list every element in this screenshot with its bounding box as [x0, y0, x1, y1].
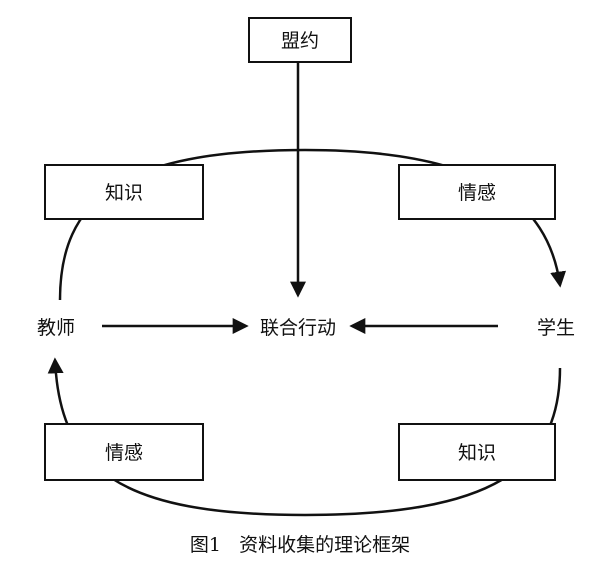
bottom-right-knowledge-label: 知识 — [458, 442, 496, 464]
figure-caption: 图1 资料收集的理论框架 — [0, 530, 600, 557]
bottom-left-emotion-label: 情感 — [105, 442, 143, 464]
student-node: 学生 — [524, 312, 588, 342]
bottom-left-emotion-box: 情感 — [44, 423, 204, 481]
alliance-label: 盟约 — [281, 30, 319, 52]
joint-action-label: 联合行动 — [260, 317, 336, 339]
top-right-emotion-box: 情感 — [398, 164, 556, 220]
teacher-label: 教师 — [37, 317, 75, 339]
top-left-knowledge-label: 知识 — [105, 182, 143, 204]
figure-number: 图1 — [189, 534, 221, 556]
top-right-emotion-label: 情感 — [458, 182, 496, 204]
figure-title: 资料收集的理论框架 — [239, 534, 411, 556]
teacher-node: 教师 — [24, 312, 88, 342]
bottom-right-knowledge-box: 知识 — [398, 423, 556, 481]
student-label: 学生 — [537, 317, 575, 339]
alliance-box: 盟约 — [248, 17, 352, 63]
top-left-knowledge-box: 知识 — [44, 164, 204, 220]
